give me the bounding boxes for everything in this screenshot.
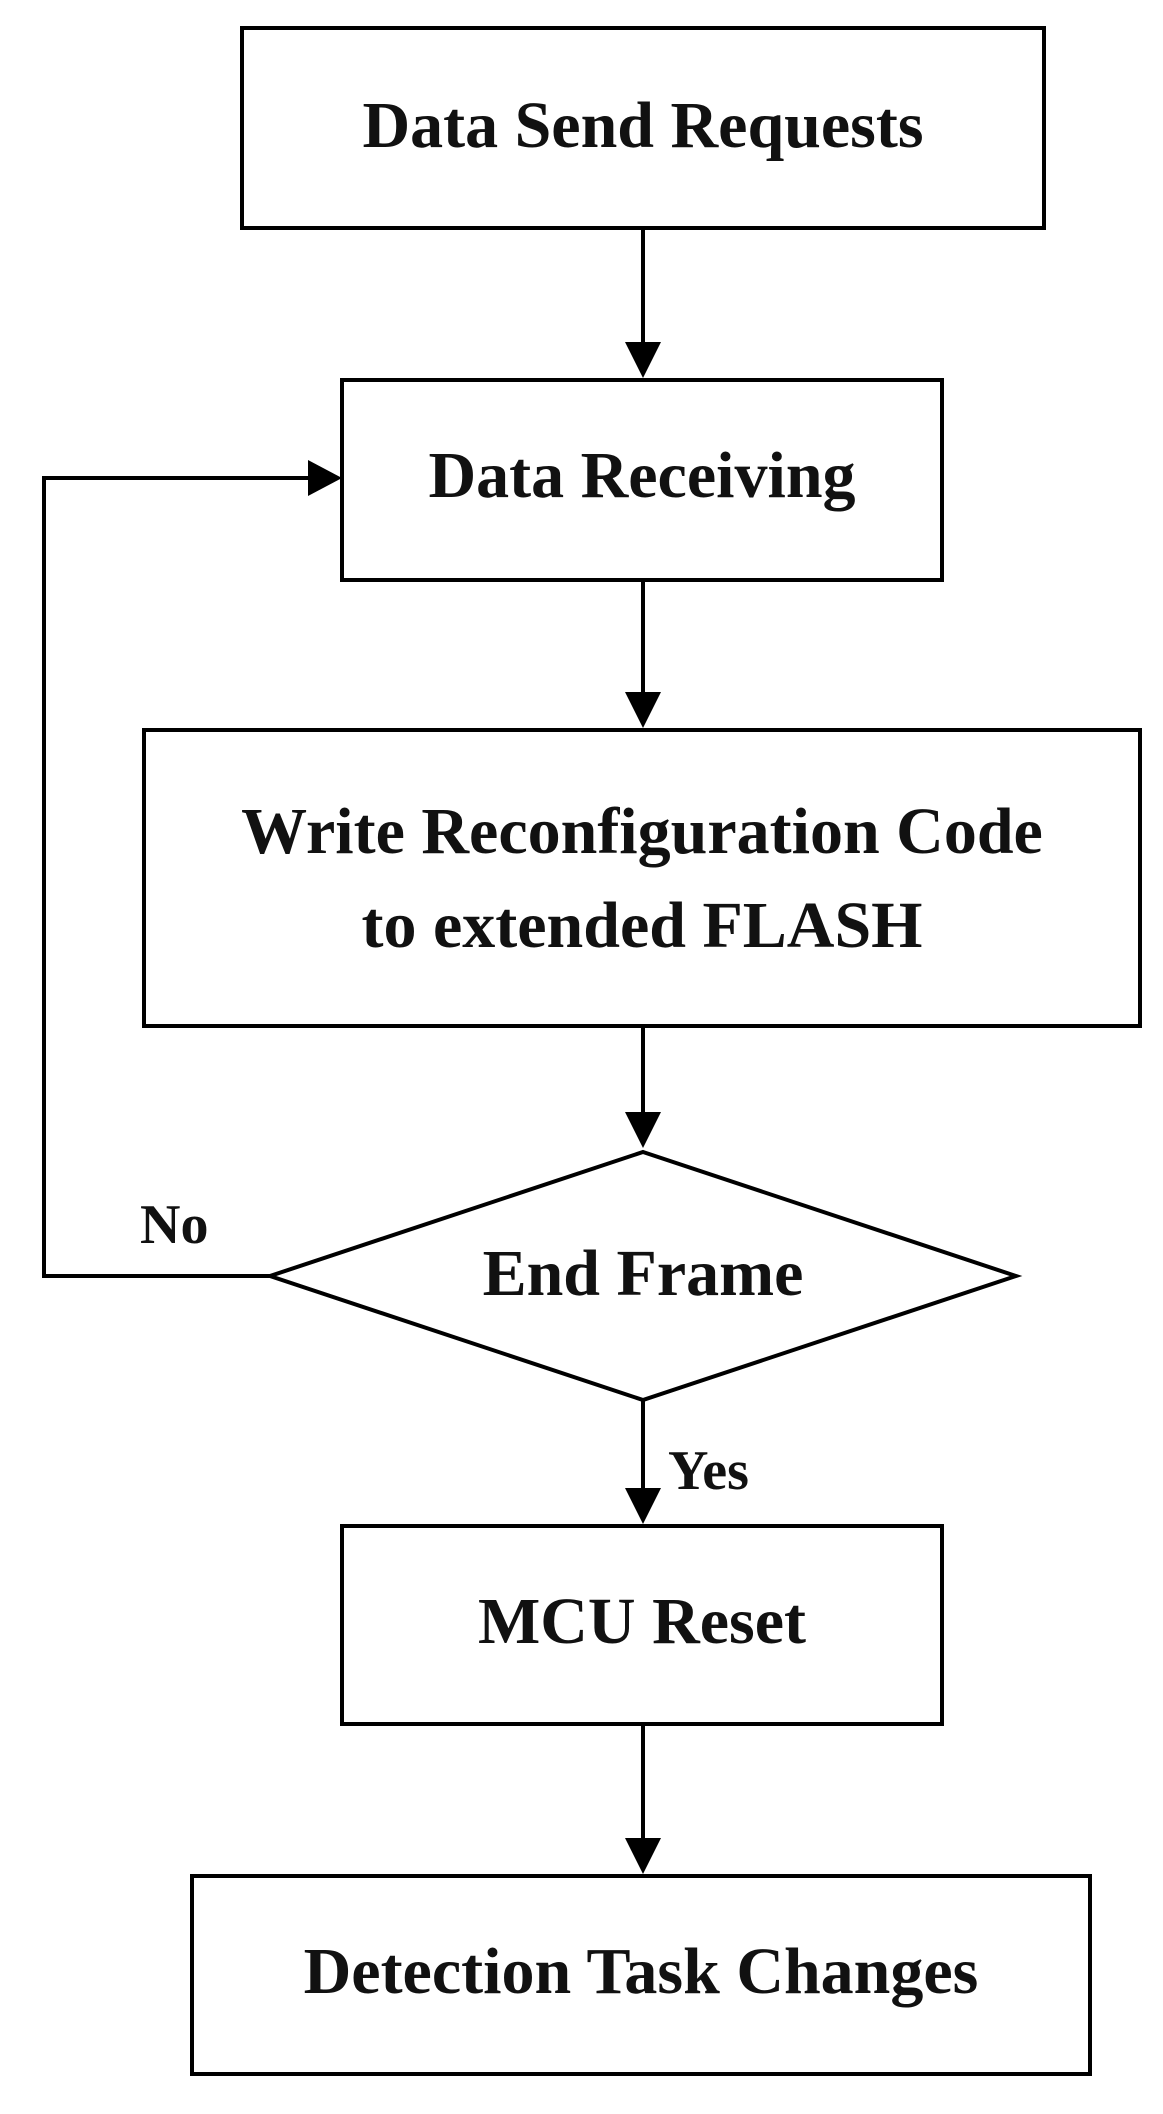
arrow-reset-to-detection — [625, 1724, 661, 1874]
arrow-receiving-to-write-head — [625, 692, 661, 728]
node-data-receiving-label: Data Receiving — [428, 439, 855, 512]
node-write-reconfiguration: Write Reconfiguration Code to extended F… — [142, 728, 1142, 1028]
arrow-no-loop-back — [42, 460, 342, 1278]
edge-label-yes: Yes — [668, 1440, 749, 1502]
arrow-reset-to-detection-head — [625, 1838, 661, 1874]
decision-end-frame: End Frame — [263, 1149, 1023, 1403]
node-detection-task-changes-box — [190, 1874, 1092, 2076]
node-data-send-requests-label: Data Send Requests — [362, 89, 923, 162]
node-mcu-reset: MCU Reset — [340, 1524, 944, 1726]
node-data-receiving-box — [340, 378, 944, 582]
arrow-write-to-decision-head — [625, 1112, 661, 1148]
node-data-receiving: Data Receiving — [340, 378, 944, 582]
edge-label-no: No — [140, 1194, 208, 1256]
arrow-yes-to-reset-head — [625, 1488, 661, 1524]
arrow-send-to-receiving — [625, 228, 661, 378]
node-mcu-reset-label: MCU Reset — [478, 1585, 806, 1658]
node-write-reconfiguration-box — [142, 728, 1142, 1028]
node-detection-task-changes: Detection Task Changes — [190, 1874, 1092, 2076]
node-write-reconfiguration-line2: to extended FLASH — [362, 889, 923, 962]
node-data-send-requests-box — [240, 26, 1046, 230]
arrow-no-loop-back-head — [308, 460, 342, 496]
arrow-no-loop-back-line — [42, 476, 318, 1278]
node-mcu-reset-box — [340, 1524, 944, 1726]
arrow-send-to-receiving-head — [625, 342, 661, 378]
arrow-yes-to-reset — [625, 1400, 661, 1524]
node-write-reconfiguration-line1: Write Reconfiguration Code — [241, 795, 1043, 868]
arrow-receiving-to-write — [625, 580, 661, 728]
node-data-send-requests: Data Send Requests — [240, 26, 1046, 230]
arrow-write-to-decision — [625, 1026, 661, 1148]
decision-end-frame-label: End Frame — [483, 1237, 804, 1310]
node-detection-task-changes-label: Detection Task Changes — [304, 1935, 979, 2008]
